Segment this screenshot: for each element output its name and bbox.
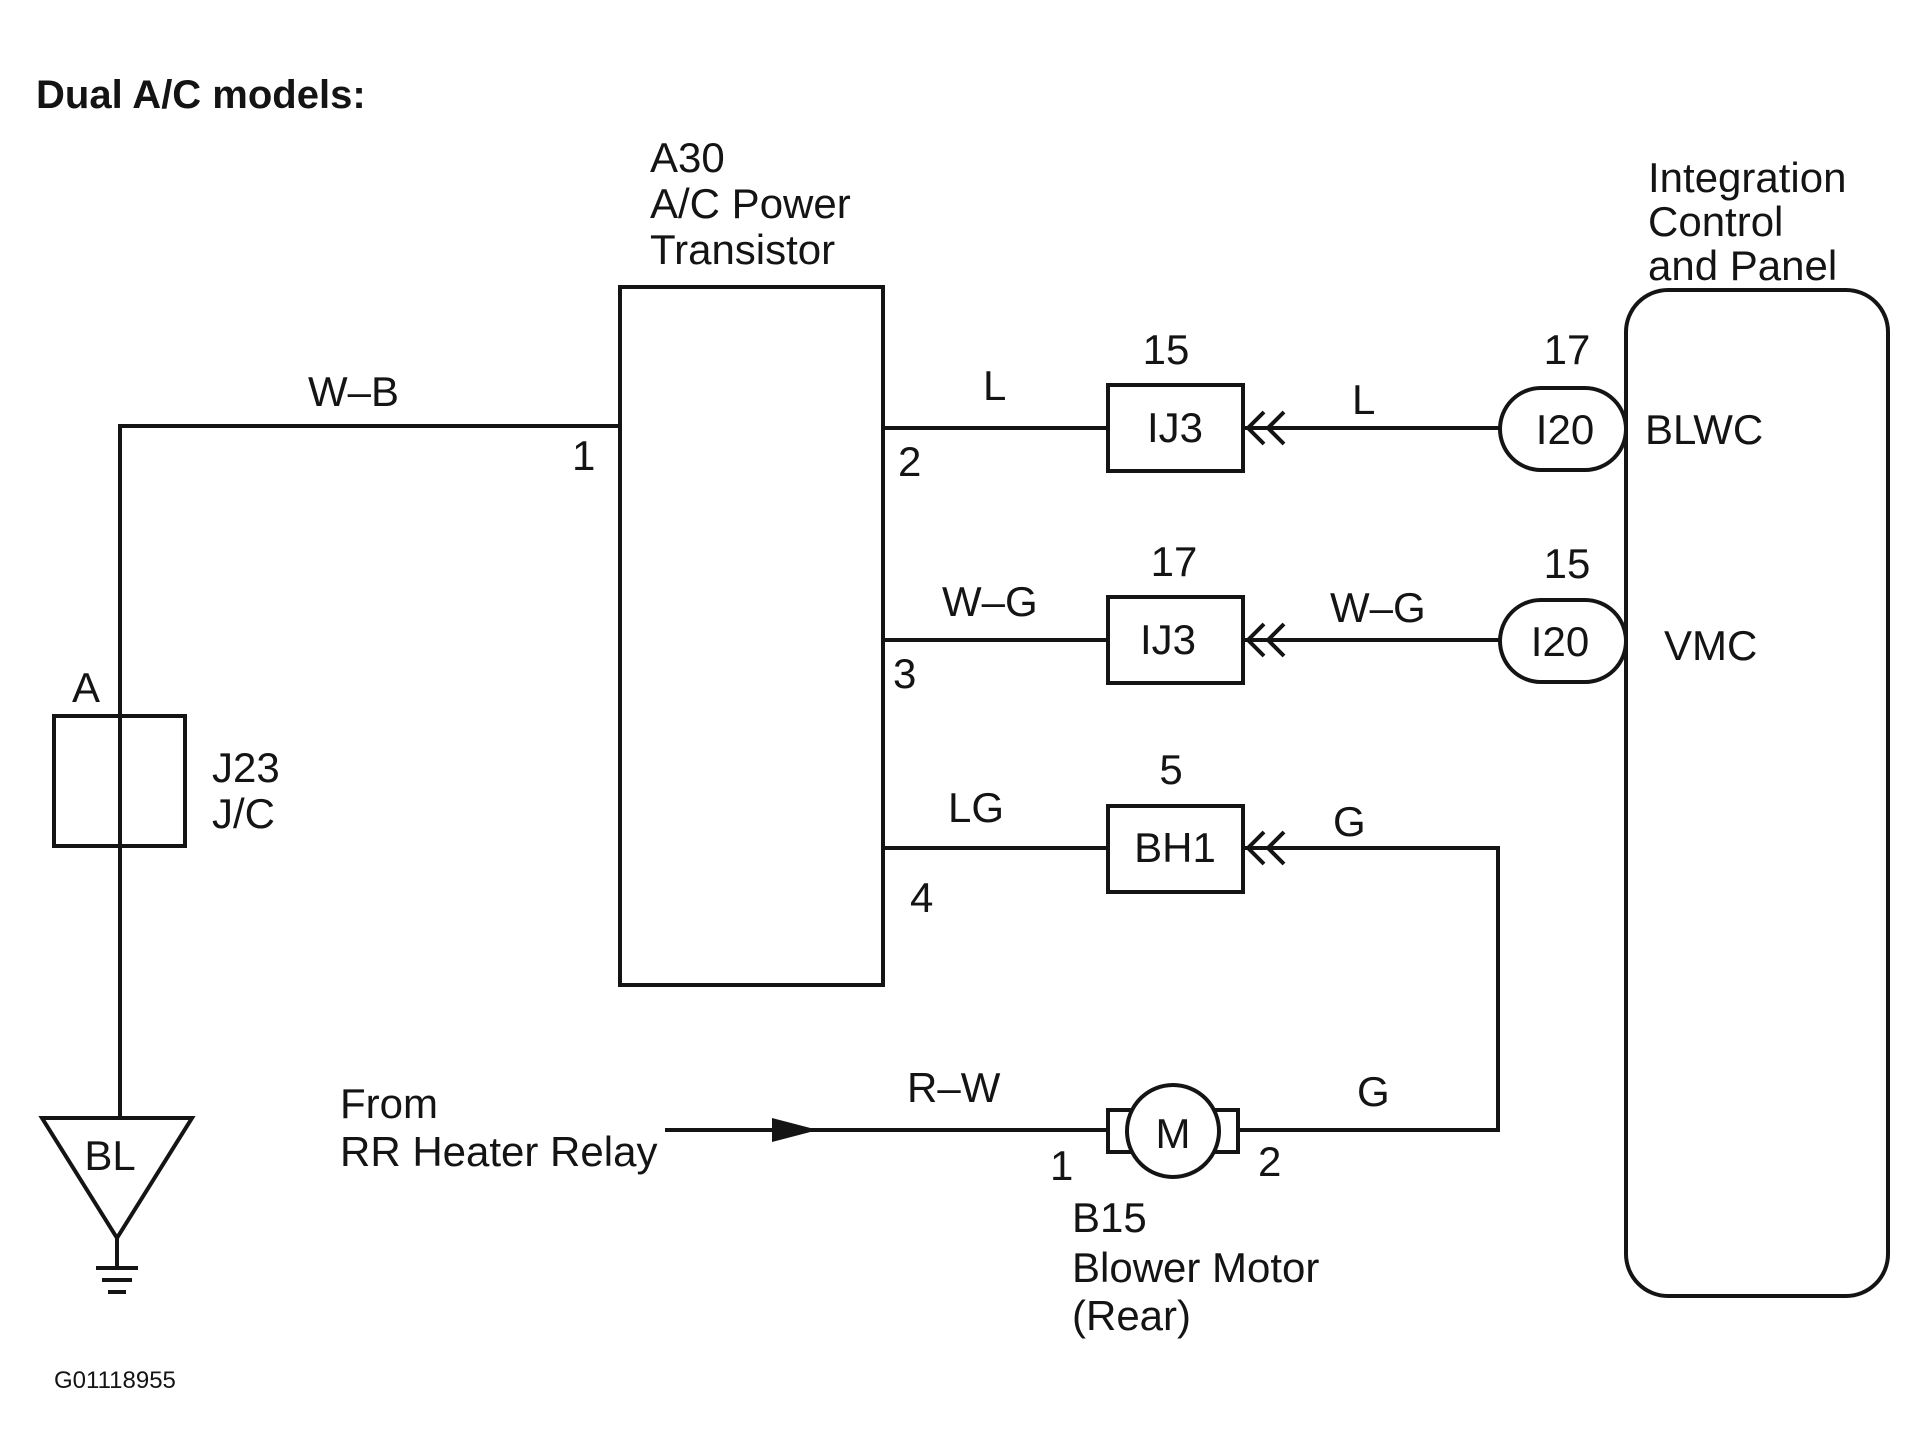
wire-label-rw: R–W [907, 1064, 1001, 1111]
connector-ij3-top-pin: 15 [1143, 326, 1190, 373]
ground-icon [96, 1238, 138, 1294]
junction-code: J23 [212, 744, 280, 791]
panel-name-line1: Integration [1648, 154, 1846, 201]
wire-label-l-right: L [1352, 376, 1375, 423]
connector-ij3-top [1106, 383, 1245, 473]
ground-code: BL [84, 1132, 135, 1179]
ground-point-symbol [38, 1116, 196, 1242]
wires [118, 424, 1500, 1142]
junction-pin-a: A [72, 664, 100, 711]
source-label-line2: RR Heater Relay [340, 1128, 657, 1175]
connector-bh1-code: BH1 [1134, 824, 1216, 871]
connector-ij3-mid-code: IJ3 [1140, 616, 1196, 663]
motor-symbol: M [1156, 1110, 1191, 1157]
connector-bh1-pin: 5 [1159, 746, 1182, 793]
arrow-icon [772, 1118, 818, 1142]
transistor-name-line2: Transistor [650, 226, 835, 273]
connector-i20-top-pin: 17 [1544, 326, 1591, 373]
panel-name-line2: Control [1648, 198, 1783, 245]
blower-motor: M [1106, 1083, 1240, 1179]
wire-label-g-upper: G [1333, 798, 1366, 845]
motor-icon [1125, 1083, 1221, 1179]
integration-panel-box [1624, 288, 1890, 1298]
signal-vmc: VMC [1664, 622, 1757, 669]
connector-ij3-mid-pin: 17 [1151, 538, 1198, 585]
connector-ij3-top-code: IJ3 [1147, 404, 1203, 451]
junction-name: J/C [212, 790, 275, 837]
pin-2: 2 [898, 438, 921, 485]
plug-chevron-icon [1245, 410, 1286, 446]
motor-name-line2: (Rear) [1072, 1292, 1191, 1339]
pin-4: 4 [910, 874, 933, 921]
wire-wb [118, 424, 620, 1118]
motor-pin-1: 1 [1050, 1142, 1073, 1189]
pin-1: 1 [572, 432, 595, 479]
pin-3: 3 [893, 650, 916, 697]
source-label-line1: From [340, 1080, 438, 1127]
diagram-title: Dual A/C models: [36, 73, 366, 117]
connector-i20-top-code: I20 [1536, 406, 1594, 453]
connector-i20-mid-code: I20 [1531, 618, 1589, 665]
connector-bh1 [1106, 804, 1245, 894]
motor-name-line1: Blower Motor [1072, 1244, 1319, 1291]
wire-label-wb: W–B [308, 368, 399, 415]
wire-label-wg-right: W–G [1330, 584, 1426, 631]
wire-label-l-left: L [983, 362, 1006, 409]
motor-code: B15 [1072, 1194, 1147, 1241]
connector-ij3-mid [1106, 595, 1245, 685]
power-transistor-box [618, 285, 885, 987]
plug-chevron-icon [1245, 830, 1286, 866]
motor-pin-2: 2 [1258, 1138, 1281, 1185]
transistor-name-line1: A/C Power [650, 180, 851, 227]
transistor-code: A30 [650, 134, 725, 181]
panel-name-line3: and Panel [1648, 242, 1837, 289]
signal-blwc: BLWC [1645, 406, 1763, 453]
connector-i20-mid-pin: 15 [1544, 540, 1591, 587]
wire-label-lg: LG [948, 784, 1004, 831]
wire-label-g-lower: G [1357, 1068, 1390, 1115]
plug-chevron-icon [1245, 622, 1286, 658]
wire-g [1238, 846, 1500, 1132]
figure-id: G01118955 [54, 1367, 176, 1394]
wire-label-wg-left: W–G [942, 578, 1038, 625]
